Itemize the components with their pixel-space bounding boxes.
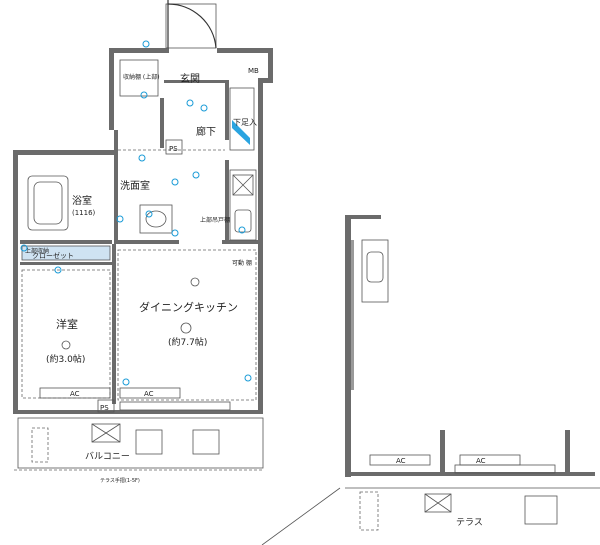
second-ac-unit [369,454,431,466]
label-youshitsu: 洋室 [56,317,78,331]
label-dk: ダイニングキッチン [139,300,238,314]
label-terrace-note: テラス手摺(1-5F) [100,477,140,484]
label-closet: クローゼット [32,251,74,260]
label-shelf: 可動 棚 [232,259,252,267]
label-senmenshitsu: 洗面室 [120,179,150,192]
label-terrace: テラス [456,517,483,528]
label-genkan: 玄関 [180,72,200,85]
closet-strip [21,245,111,261]
label-roka: 廊下 [196,125,216,138]
label-yokushitsu: 浴室 [72,194,92,207]
second-unit-walls [345,215,595,477]
ps-box-2 [97,399,115,413]
electrical-fixtures [20,40,252,386]
label-dk-size: (約7.7帖) [168,336,207,348]
bathtub [27,175,69,231]
kitchen-counter [229,169,257,241]
label-balcony: バルコニー [85,451,130,462]
label-getabako: 下足入 [233,118,257,127]
label-yokushitsu-size: (1116) [72,209,96,217]
shoe-icon [232,120,250,145]
washbasin [139,204,173,234]
terrace-area [261,487,600,545]
label-mb: MB [248,67,259,75]
label-ac-1: AC [70,390,80,398]
label-ps-1: PS [169,145,178,153]
youshitsu-center-icon [61,340,71,350]
second-unit-tub [366,251,384,283]
label-closet-top: 上部収納 [25,247,49,255]
dk-light-icon [190,277,200,287]
second-window [454,464,556,474]
ac-unit-2 [119,387,181,399]
label-ac-4: AC [476,457,486,465]
ac-unit-1 [39,387,111,399]
label-ps-2: PS [100,404,109,412]
ps-box-1 [165,139,183,155]
main-unit-walls [13,48,273,414]
label-ac-3: AC [396,457,406,465]
getabako-box [229,87,255,151]
label-ac-2: AC [144,390,154,398]
label-storage-mid: 上部吊戸棚 [200,216,230,224]
second-unit-bath [361,239,389,303]
label-storage-top: 収納棚 (上部) [123,73,160,81]
second-ac-unit-2 [459,454,521,466]
storage-top-box [119,59,159,97]
entry-door [165,0,217,49]
label-youshitsu-size: (約3.0帖) [46,353,85,365]
balcony-area [14,417,264,471]
dk-center-icon [180,322,192,334]
window-sash [119,401,231,411]
